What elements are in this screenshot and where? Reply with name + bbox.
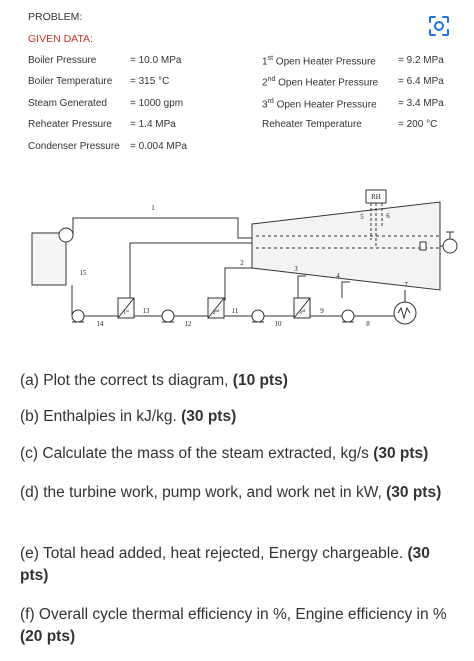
- extraction-line-1: [129, 242, 252, 298]
- coupling: [419, 241, 427, 251]
- extraction-line-4: [341, 281, 350, 298]
- heater-2-label: 2nd: [213, 308, 220, 316]
- state-label-10: 10: [275, 320, 283, 328]
- given-label-condenser-pressure: Condenser Pressure: [28, 141, 120, 152]
- state-label-14: 14: [97, 320, 105, 328]
- given-value-condenser-pressure: = 0.004 MPa: [130, 141, 187, 152]
- given-value-heater2-pressure: = 6.4 MPa: [398, 76, 444, 87]
- scan-icon[interactable]: [428, 15, 450, 37]
- given-label-reheater-pressure: Reheater Pressure: [28, 119, 112, 130]
- given-value-boiler-temperature: = 315 °C: [130, 76, 170, 87]
- reheater-lines: [370, 203, 383, 246]
- given-label-boiler-pressure: Boiler Pressure: [28, 55, 97, 66]
- state-label-7: 7: [404, 281, 408, 289]
- state-label-5: 5: [360, 213, 364, 221]
- state-label-13: 13: [143, 307, 151, 315]
- extraction-line-3: [297, 275, 306, 298]
- boiler-drum: [58, 227, 74, 243]
- given-value-reheater-pressure: = 1.4 MPa: [130, 119, 176, 130]
- state-label-6: 6: [386, 212, 390, 220]
- state-label-15: 15: [80, 269, 88, 277]
- given-label-steam-generated: Steam Generated: [28, 98, 107, 109]
- problem-label: PROBLEM:: [28, 11, 83, 23]
- given-value-heater3-pressure: = 3.4 MPa: [398, 98, 444, 109]
- given-label-heater3-pressure: 3rd Open Heater Pressure: [262, 98, 377, 111]
- state-label-9: 9: [320, 307, 324, 315]
- heater-1-label: 1st: [123, 308, 129, 316]
- given-label-boiler-temperature: Boiler Temperature: [28, 76, 113, 87]
- question-f: (f) Overall cycle thermal efficiency in …: [20, 606, 447, 645]
- pump-10: [251, 309, 265, 323]
- state-label-11: 11: [232, 307, 239, 315]
- generator-terminal: [446, 231, 454, 239]
- extraction-line-2: [210, 267, 252, 301]
- question-d: (d) the turbine work, pump work, and wor…: [20, 484, 442, 501]
- generator: [442, 238, 458, 254]
- rh-label: RH: [371, 193, 381, 201]
- state-label-8: 8: [366, 320, 370, 328]
- condenser-coil: [397, 306, 411, 320]
- given-value-steam-generated: = 1000 gpm: [130, 98, 184, 109]
- pump-12: [161, 309, 175, 323]
- given-value-heater1-pressure: = 9.2 MPa: [398, 55, 444, 66]
- given-value-reheater-temperature: = 200 °C: [398, 119, 438, 130]
- state-label-2: 2: [240, 259, 244, 267]
- turbine: [251, 201, 441, 291]
- question-a: (a) Plot the correct ts diagram, (10 pts…: [20, 372, 288, 389]
- state-label-12: 12: [185, 320, 193, 328]
- question-c: (c) Calculate the mass of the steam extr…: [20, 445, 429, 462]
- state-label-1: 1: [151, 204, 155, 212]
- given-label-heater1-pressure: 1st Open Heater Pressure: [262, 55, 376, 68]
- pump-8: [341, 309, 355, 323]
- pump-14: [71, 309, 85, 323]
- state-label-3: 3: [294, 265, 298, 273]
- cycle-schematic-diagram: RH 1 2 3 4 5 6 7 8 9 10 11 12 13 14 15 1…: [31, 189, 458, 328]
- main-steam-line: [72, 217, 252, 239]
- heater-3-label: 3rd: [299, 308, 305, 316]
- turbine-stage-dashes: [256, 235, 440, 249]
- given-value-boiler-pressure: = 10.0 MPa: [130, 55, 182, 66]
- given-data-label: GIVEN DATA:: [28, 33, 93, 45]
- state-label-4: 4: [336, 272, 340, 280]
- given-label-heater2-pressure: 2nd Open Heater Pressure: [262, 76, 379, 89]
- question-e: (e) Total head added, heat rejected, Ene…: [20, 545, 430, 584]
- heater-diagonals: [117, 297, 311, 319]
- given-label-reheater-temperature: Reheater Temperature: [262, 119, 362, 130]
- question-b: (b) Enthalpies in kJ/kg. (30 pts): [20, 408, 237, 425]
- boiler: [31, 232, 67, 286]
